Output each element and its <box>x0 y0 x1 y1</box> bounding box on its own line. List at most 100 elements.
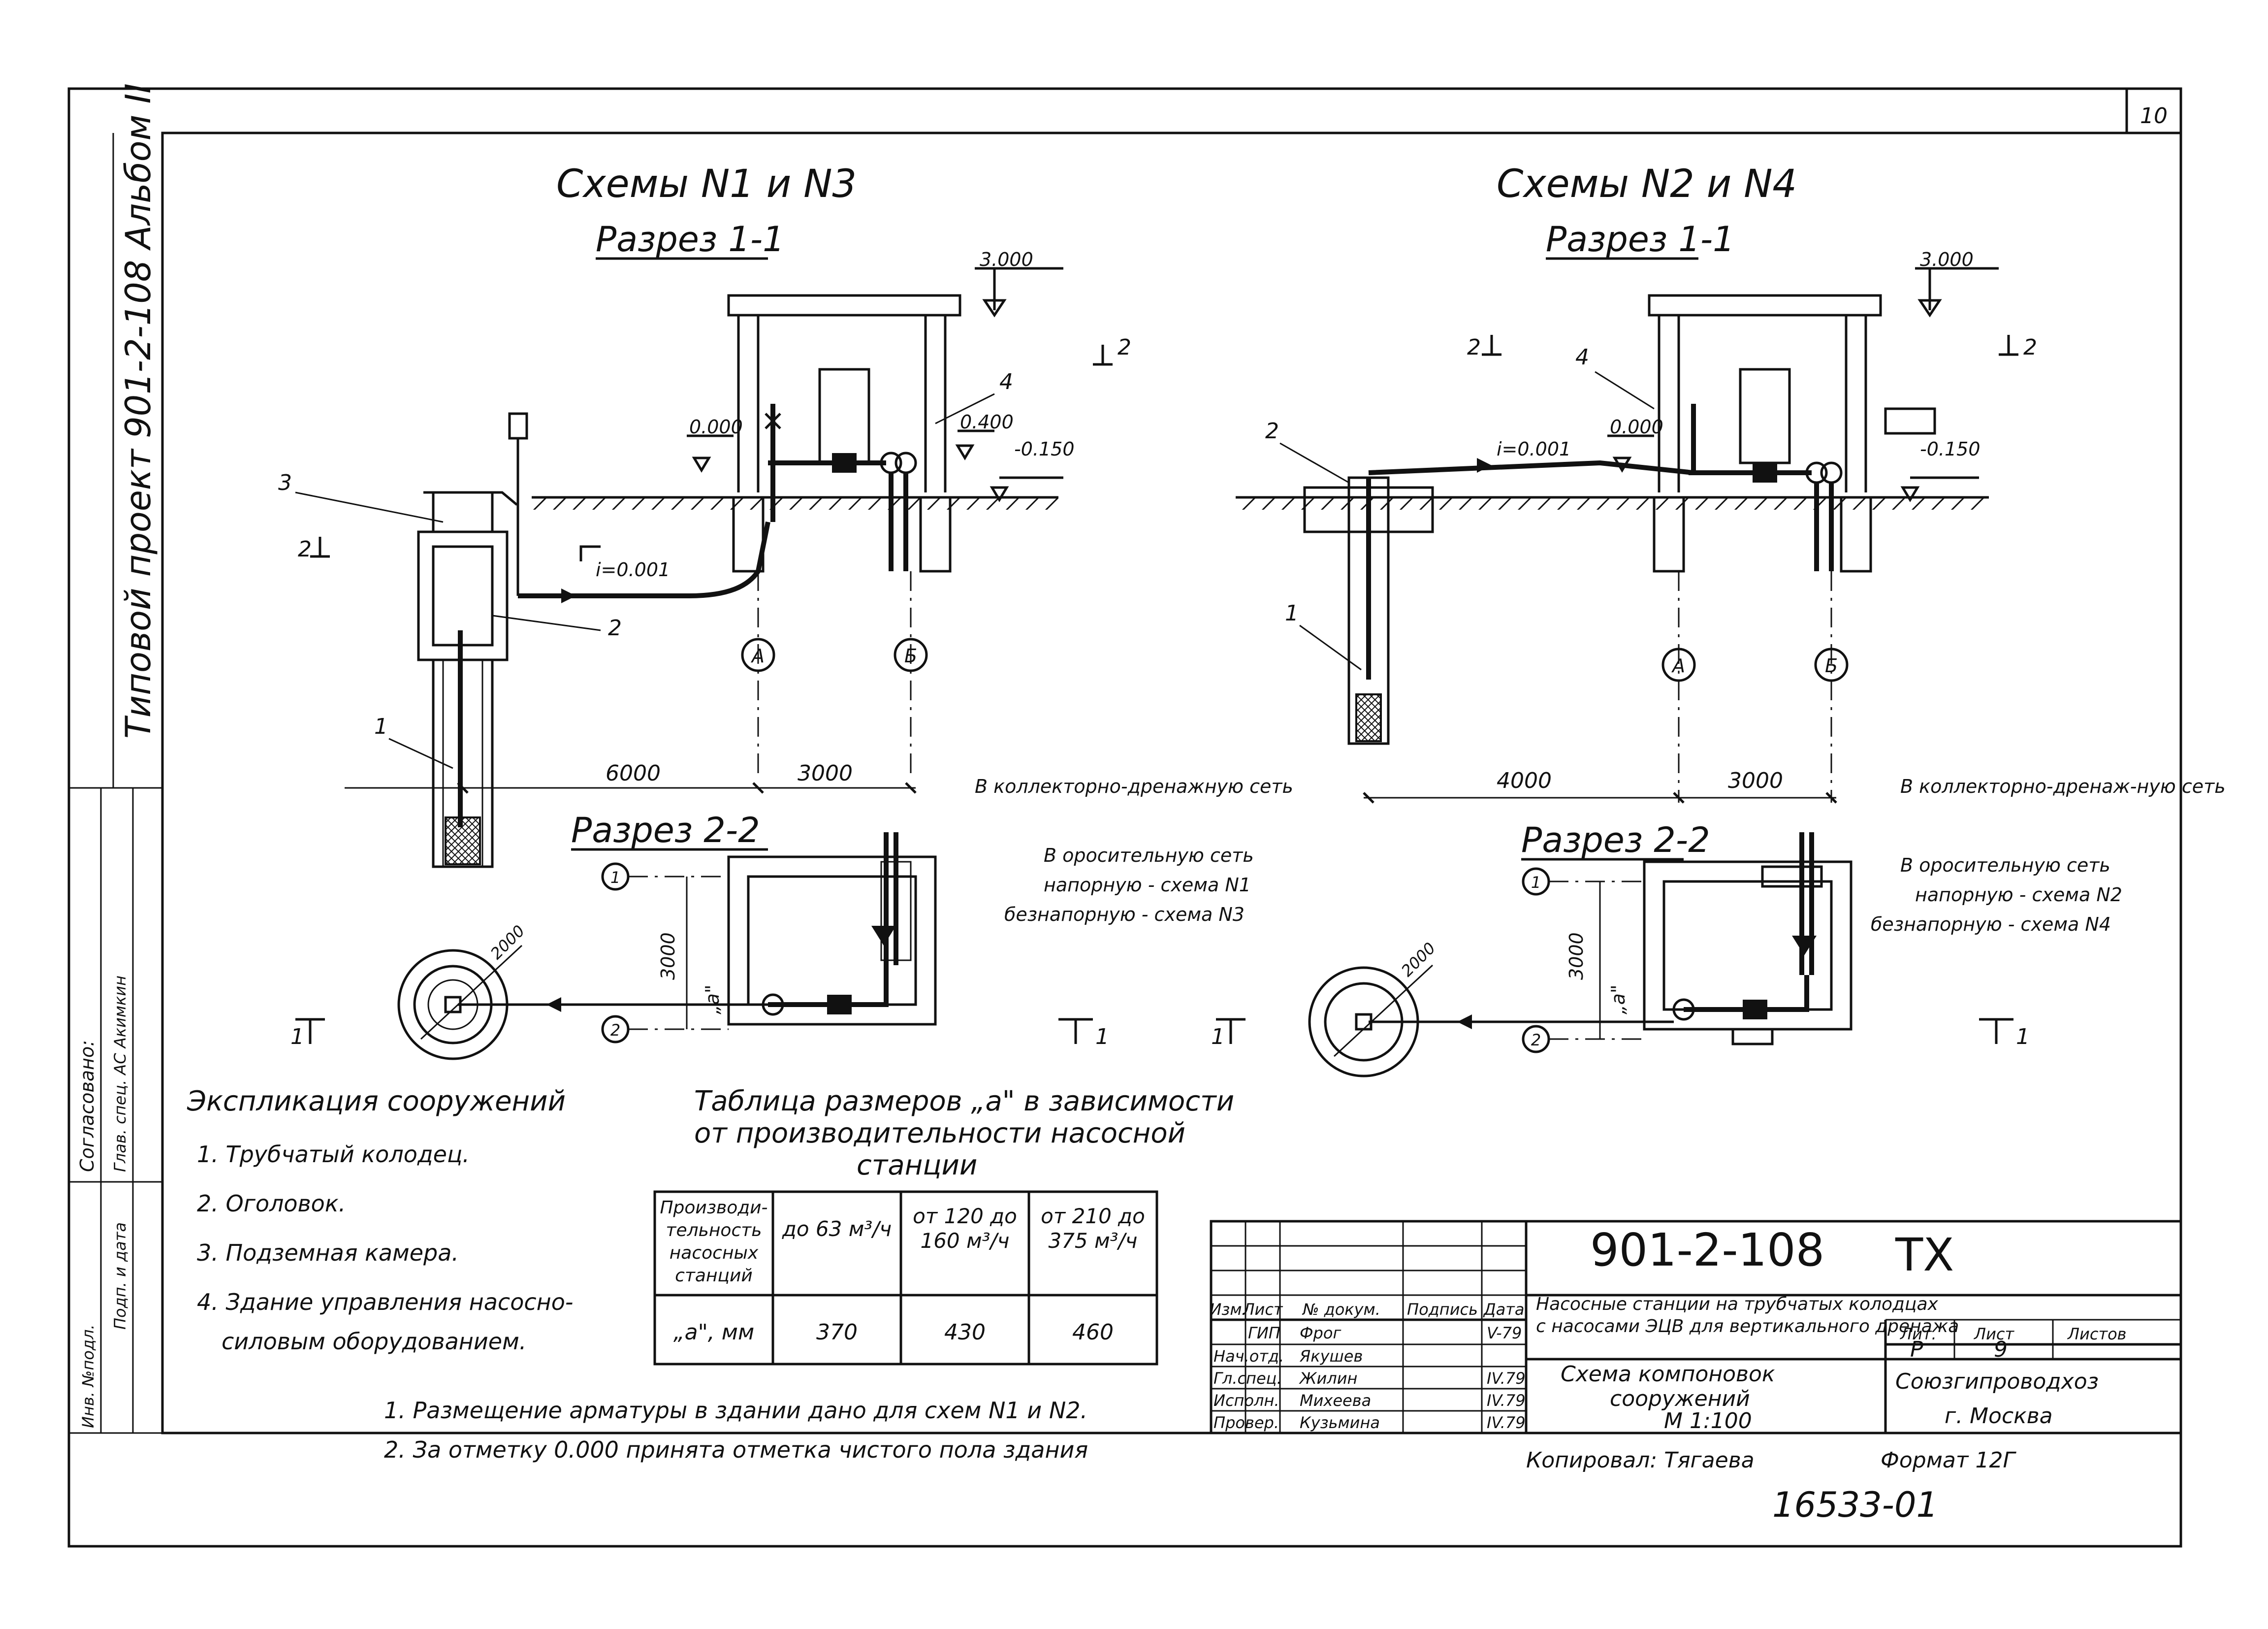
table-head-120-160: от 120 до 160 м³/ч <box>913 1204 1017 1253</box>
tb-col-doc: № докум. <box>1302 1300 1380 1319</box>
tb-mark: ТХ <box>1895 1229 1954 1281</box>
r-diameter-2000: 2000 <box>1398 939 1439 980</box>
r-section-mark-1: 1 <box>1211 1024 1225 1049</box>
tb-name-exec: Михеева <box>1300 1391 1371 1410</box>
tb-role-exec: Исполн. <box>1214 1391 1279 1410</box>
side-col-sign: Подп. и дата <box>111 1222 129 1330</box>
tb-role-chief: Гл.спец. <box>1214 1369 1282 1388</box>
dim-a-vert: „а" <box>702 985 723 1014</box>
explication: Экспликация сооружений 1. Трубчатый коло… <box>187 1085 573 1355</box>
slope-label: i=0.001 <box>596 559 670 581</box>
irrigation-outlet: В оросительную сеть <box>1044 845 1254 866</box>
tb-col-sign: Подпись <box>1407 1300 1478 1319</box>
r-dim-4000: 4000 <box>1497 768 1552 793</box>
explication-item-3: 3. Подземная камера. <box>197 1239 459 1266</box>
tb-role-gip: ГИП <box>1248 1324 1280 1342</box>
elev-minus-150: -0.150 <box>1014 438 1075 460</box>
r-section-mark-1b: 1 <box>2016 1024 2030 1049</box>
explication-item-4b: силовым оборудованием. <box>222 1328 526 1355</box>
r-dim-3000-vert: 3000 <box>1565 932 1587 980</box>
irrigation-pressure: напорную - схема N1 <box>1044 874 1251 896</box>
size-table-title-3: станции <box>857 1149 977 1181</box>
left-section-2-2: Разрез 2-2 1 2 3000 „а" 2000 <box>290 810 1109 1060</box>
tb-name-check: Кузьмина <box>1300 1413 1380 1432</box>
pump-assembly <box>765 404 917 571</box>
axis-1: 1 <box>610 868 620 887</box>
elev-3000: 3.000 <box>980 249 1033 270</box>
r-dim-3000: 3000 <box>1728 768 1783 793</box>
axis-b: Б <box>904 645 917 667</box>
explication-item-1: 1. Трубчатый колодец. <box>197 1141 470 1168</box>
tb-date-exec: IV.79 <box>1487 1391 1526 1410</box>
callouts: 3 2 1 4 2 2 <box>278 335 1131 769</box>
table-head-63: до 63 м³/ч <box>782 1217 892 1241</box>
right-pump-assembly <box>1689 404 1843 571</box>
tb-title-2: сооружений <box>1610 1386 1750 1411</box>
left-section-1-1: Разрез 1-1 <box>596 219 785 260</box>
right-scheme: Схемы N2 и N4 Разрез 1-1 3.000 0.000 -0.… <box>1211 162 2226 1077</box>
tb-name-head: Якушев <box>1299 1347 1363 1366</box>
r-axis-b: Б <box>1825 655 1838 677</box>
tb-desc-1: Насосные станции на трубчатых колодцах <box>1536 1294 1938 1314</box>
r-irrigation-pressure: напорную - схема N2 <box>1915 884 2122 906</box>
title-block: Изм. Лист № докум. Подпись Дата ГИП Фрог… <box>1210 1220 2182 1525</box>
control-building <box>727 294 961 573</box>
tb-city: г. Москва <box>1945 1403 2053 1429</box>
tb-stage: Р <box>1910 1337 1923 1362</box>
right-well <box>1303 458 1694 745</box>
r-elev-minus-150: -0.150 <box>1920 438 1981 460</box>
tb-name-chief: Жилин <box>1299 1369 1357 1388</box>
callout-2: 2 <box>608 616 622 641</box>
r-irrigation-outlet: В оросительную сеть <box>1900 854 2110 876</box>
tb-date-chief: IV.79 <box>1487 1369 1526 1388</box>
table-head-210-375: от 210 до 375 м³/ч <box>1041 1204 1145 1253</box>
r-irrigation-gravity: безнапорную - схема N4 <box>1871 913 2111 935</box>
note-2: 2. За отметку 0.000 принята отметка чист… <box>384 1436 1088 1463</box>
right-control-building <box>1648 294 1936 573</box>
explication-item-4: 4. Здание управления насосно- <box>197 1289 573 1315</box>
approval-label: Согласовано: <box>76 1040 98 1172</box>
r-collector-outlet: В коллекторно-дренаж-ную сеть <box>1900 776 2226 797</box>
r-callout-1: 1 <box>1285 601 1299 626</box>
side-stamp: Типовой проект 901-2-108 Альбом II Согла… <box>68 83 163 1434</box>
right-elevation-marks: 3.000 0.000 -0.150 <box>1607 249 1999 502</box>
dim-3000-vert: 3000 <box>657 932 679 980</box>
sheet-number: 10 <box>2140 103 2168 129</box>
left-section-2-2-title: Разрез 2-2 <box>571 810 760 850</box>
dim-6000: 6000 <box>606 761 661 786</box>
side-col-inv: Инв. №подл. <box>79 1324 97 1428</box>
delivery-pipe <box>518 521 770 598</box>
section-mark-1b: 1 <box>1095 1024 1109 1049</box>
elevation-marks: 3.000 0.000 0.400 -0.150 <box>687 249 1075 502</box>
tb-name-gip: Фрог <box>1300 1324 1341 1342</box>
r-elev-3000: 3.000 <box>1920 249 1974 270</box>
right-section-1-1: Разрез 1-1 <box>1546 219 1735 260</box>
right-callouts: 2 1 4 2 2 <box>1265 335 2037 671</box>
table-value-460: 460 <box>1072 1320 1114 1345</box>
callout-3: 3 <box>278 470 292 495</box>
tb-role-check: Провер. <box>1214 1413 1279 1432</box>
notes: 1. Размещение арматуры в здании дано для… <box>384 1397 1088 1463</box>
tb-scale: М 1:100 <box>1664 1408 1752 1434</box>
tb-stage-label: Лит. <box>1900 1325 1937 1343</box>
tb-org: Союзгипроводхоз <box>1895 1369 2099 1394</box>
diameter-2000: 2000 <box>487 921 528 963</box>
table-value-370: 370 <box>816 1320 858 1345</box>
tb-sheet: 9 <box>1994 1337 2008 1362</box>
r-axis-1: 1 <box>1531 873 1541 892</box>
right-outlet-notes: В коллекторно-дренаж-ную сеть В оросител… <box>1871 776 2226 935</box>
tb-role-head: Нач.отд. <box>1214 1347 1284 1366</box>
project-stamp-text: Типовой проект 901-2-108 Альбом II <box>118 83 159 739</box>
sheet-number-box <box>2125 87 2182 134</box>
approval-person: Глав. спец. АС Акимкин <box>111 976 129 1172</box>
collector-outlet: В коллекторно-дренажную сеть <box>975 776 1293 797</box>
tb-sheet-label: Лист <box>1974 1325 2014 1343</box>
r-dim-a-vert: „а" <box>1607 985 1629 1014</box>
tb-col-date: Дата <box>1483 1300 1525 1319</box>
tb-inventory: 16533-01 <box>1772 1485 1938 1525</box>
table-row-label: „а", мм <box>673 1320 754 1345</box>
tb-col-sheet: Лист <box>1242 1300 1283 1319</box>
explication-item-2: 2. Оголовок. <box>197 1190 346 1217</box>
axes: А Б 6000 3000 <box>345 571 928 794</box>
